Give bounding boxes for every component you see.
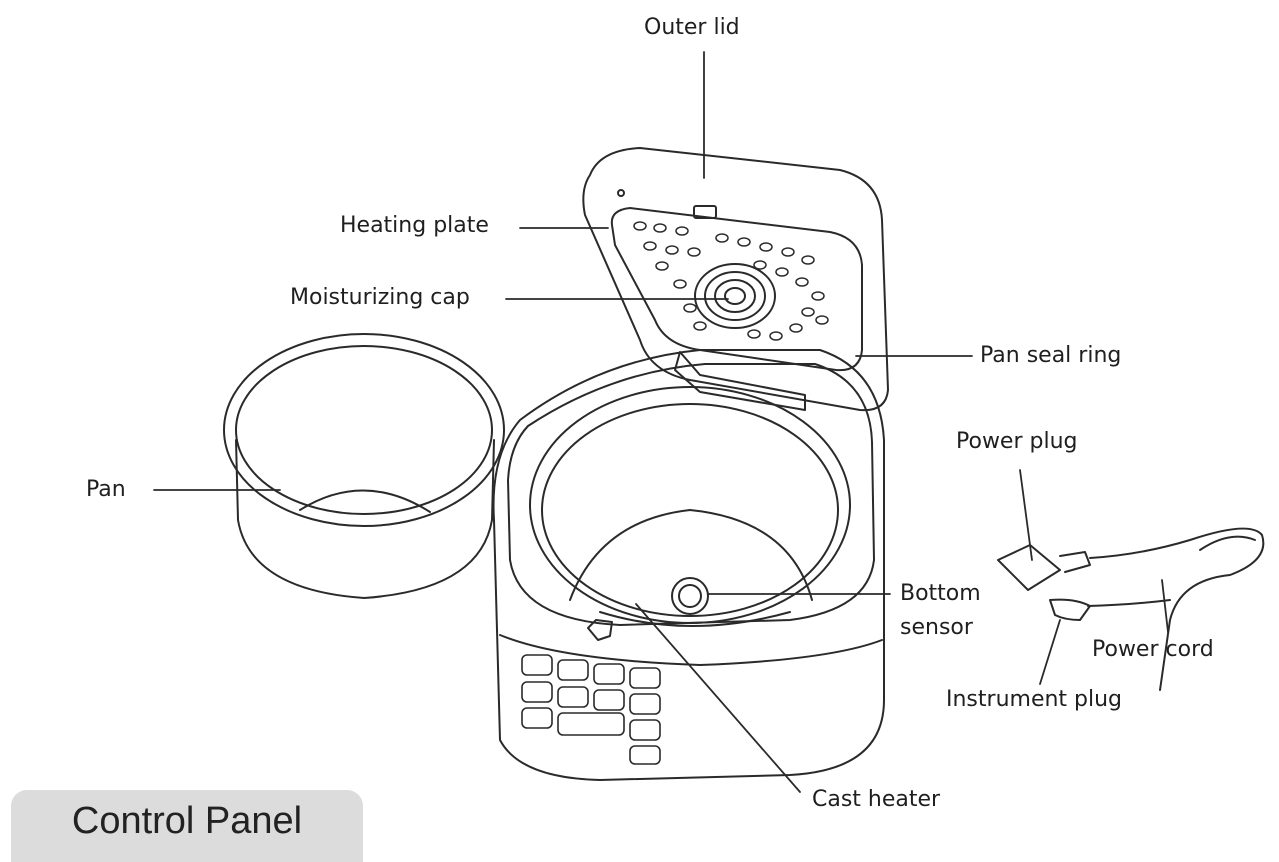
cooker-body [492,349,885,781]
label-power-cord: Power cord [1092,637,1214,662]
outer-lid [582,147,889,412]
label-cast-heater: Cast heater [812,787,941,812]
label-bottom-sensor-line1: Bottom [900,581,981,606]
moisturizing-cap-icon [694,263,776,329]
label-pan-seal-ring: Pan seal ring [980,343,1122,368]
section-tab-title: Control Panel [71,800,303,842]
label-outer-lid: Outer lid [644,15,740,40]
power-cord [997,527,1265,691]
latch-icon [587,619,613,641]
leader-lines [153,51,1169,793]
section-tab: Control Panel [11,790,363,862]
pan [223,333,505,599]
label-power-plug: Power plug [956,429,1078,454]
bottom-sensor-icon [671,577,709,615]
label-bottom-sensor-line2: sensor [900,615,973,640]
control-panel-buttons [521,654,661,765]
label-heating-plate: Heating plate [340,213,489,238]
label-moisturizing-cap: Moisturizing cap [290,285,470,310]
label-pan: Pan [86,477,126,502]
vent-holes [633,221,829,341]
label-instrument-plug: Instrument plug [946,687,1123,712]
